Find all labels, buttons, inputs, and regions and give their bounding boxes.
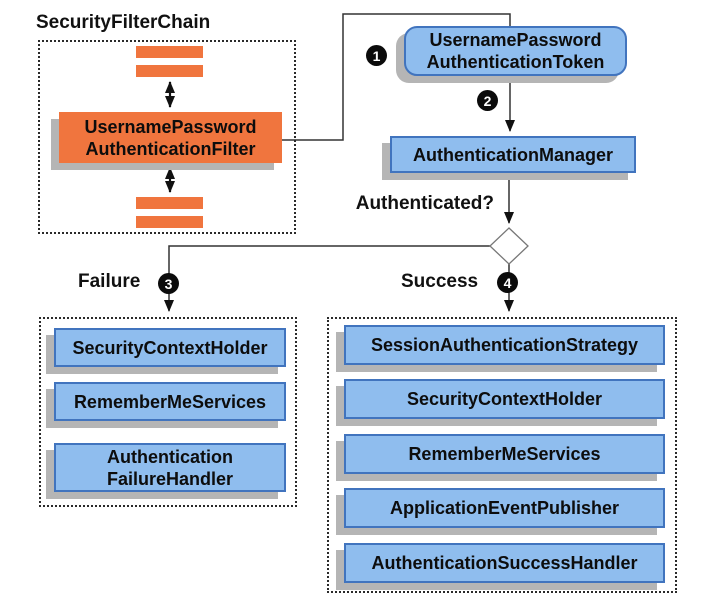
node-label: RememberMeServices xyxy=(73,391,267,412)
node-label: AuthenticationSuccessHandler xyxy=(371,553,638,573)
filter-bar-icon xyxy=(136,46,203,58)
node-label: SecurityContextHolder xyxy=(406,389,603,409)
step-1-badge: 1 xyxy=(366,45,387,66)
remember-me-services-node: RememberMeServices xyxy=(54,382,286,421)
failure-handlers-box xyxy=(39,317,297,507)
filter-label-line2: AuthenticationFilter xyxy=(85,138,256,159)
node-label: RememberMeServices xyxy=(408,444,601,464)
security-context-holder-node: SecurityContextHolder xyxy=(344,379,665,419)
token-label-line1: UsernamePassword xyxy=(429,30,602,50)
filter-bar-icon xyxy=(136,65,203,77)
authentication-success-handler-node: AuthenticationSuccessHandler xyxy=(344,543,665,583)
authentication-failure-handler-node: Authentication FailureHandler xyxy=(54,443,286,492)
decision-diamond xyxy=(489,227,529,265)
filter-bar-icon xyxy=(136,216,203,228)
node-label: SessionAuthenticationStrategy xyxy=(370,335,639,355)
node-label-line1: Authentication xyxy=(107,446,233,467)
username-password-authentication-token-node: UsernamePassword AuthenticationToken xyxy=(404,26,627,76)
connector-filter-to-token xyxy=(282,13,511,141)
authentication-manager-node: AuthenticationManager xyxy=(390,136,636,173)
session-authentication-strategy-node: SessionAuthenticationStrategy xyxy=(344,325,665,365)
success-label: Success xyxy=(401,271,479,292)
step-2-badge: 2 xyxy=(477,90,498,111)
node-label-line2: FailureHandler xyxy=(106,468,234,489)
username-password-authentication-filter-node: UsernamePassword AuthenticationFilter xyxy=(59,112,282,163)
application-event-publisher-node: ApplicationEventPublisher xyxy=(344,488,665,528)
authenticated-question-label: Authenticated? xyxy=(355,193,494,214)
step-3-badge: 3 xyxy=(158,273,179,294)
step-4-badge: 4 xyxy=(497,272,518,293)
node-label: SecurityContextHolder xyxy=(72,337,268,358)
security-filter-chain-box xyxy=(38,40,296,234)
node-label: ApplicationEventPublisher xyxy=(389,498,620,518)
remember-me-services-node: RememberMeServices xyxy=(344,434,665,474)
filter-bar-icon xyxy=(136,197,203,209)
filter-label-line1: UsernamePassword xyxy=(84,116,257,137)
security-context-holder-node: SecurityContextHolder xyxy=(54,328,286,367)
manager-label: AuthenticationManager xyxy=(412,144,613,165)
failure-label: Failure xyxy=(78,271,141,292)
success-handlers-box xyxy=(327,317,677,593)
security-filter-chain-title: SecurityFilterChain xyxy=(36,12,211,33)
token-label-line2: AuthenticationToken xyxy=(426,52,605,72)
